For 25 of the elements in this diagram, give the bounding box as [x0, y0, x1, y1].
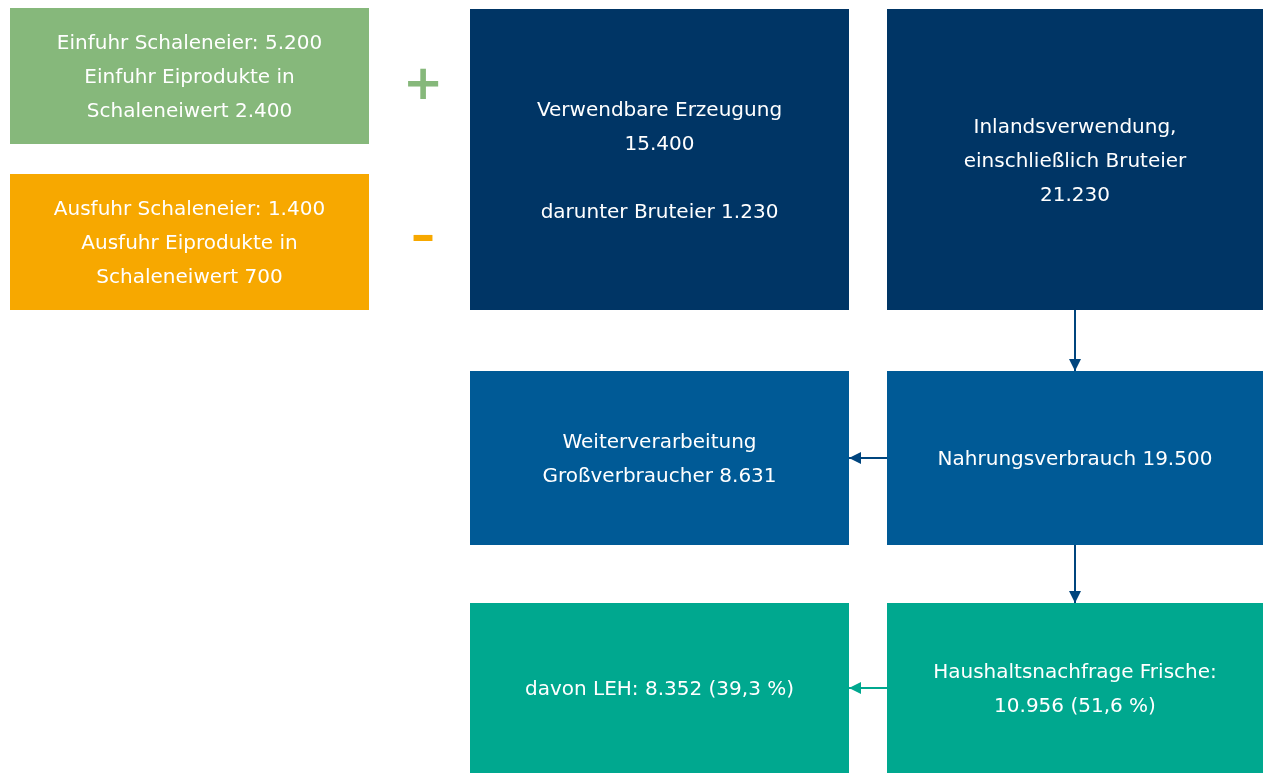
box-text: Einfuhr Eiprodukte in Schaleneiwert 2.400	[83, 63, 296, 124]
box-text: Einfuhr Schaleneier: 5.200	[56, 29, 323, 56]
process-box	[887, 603, 1263, 773]
process-box	[887, 371, 1263, 545]
process-box	[10, 174, 369, 310]
arrow	[1069, 544, 1081, 604]
box-text: Ausfuhr Eiprodukte in Schaleneiwert 700	[80, 229, 299, 290]
process-box	[470, 371, 849, 545]
process-box	[470, 9, 849, 310]
box-text: Inlandsverwendung, einschließlich Bruteier 21.230	[962, 112, 1188, 208]
process-box	[887, 9, 1263, 310]
box-text: Weiterverarbeitung Großverbraucher 8.631	[541, 428, 778, 489]
process-box	[470, 603, 849, 773]
box-text: Haushaltsnachfrage Frische: 10.956 (51,6 %)	[932, 658, 1218, 719]
box-text: Verwendbare Erzeugung 15.400	[535, 95, 784, 157]
arrow	[848, 452, 888, 464]
arrow	[1069, 309, 1081, 372]
minus-sign: –	[410, 210, 436, 258]
box-text: Ausfuhr Schaleneier: 1.400	[53, 195, 326, 222]
box-text: darunter Bruteier 1.230	[540, 197, 779, 225]
process-box	[10, 8, 369, 144]
box-text: Nahrungsverbrauch 19.500	[937, 445, 1213, 472]
plus-sign: +	[403, 58, 443, 106]
box-text: davon LEH: 8.352 (39,3 %)	[524, 675, 795, 702]
arrow	[848, 682, 888, 694]
